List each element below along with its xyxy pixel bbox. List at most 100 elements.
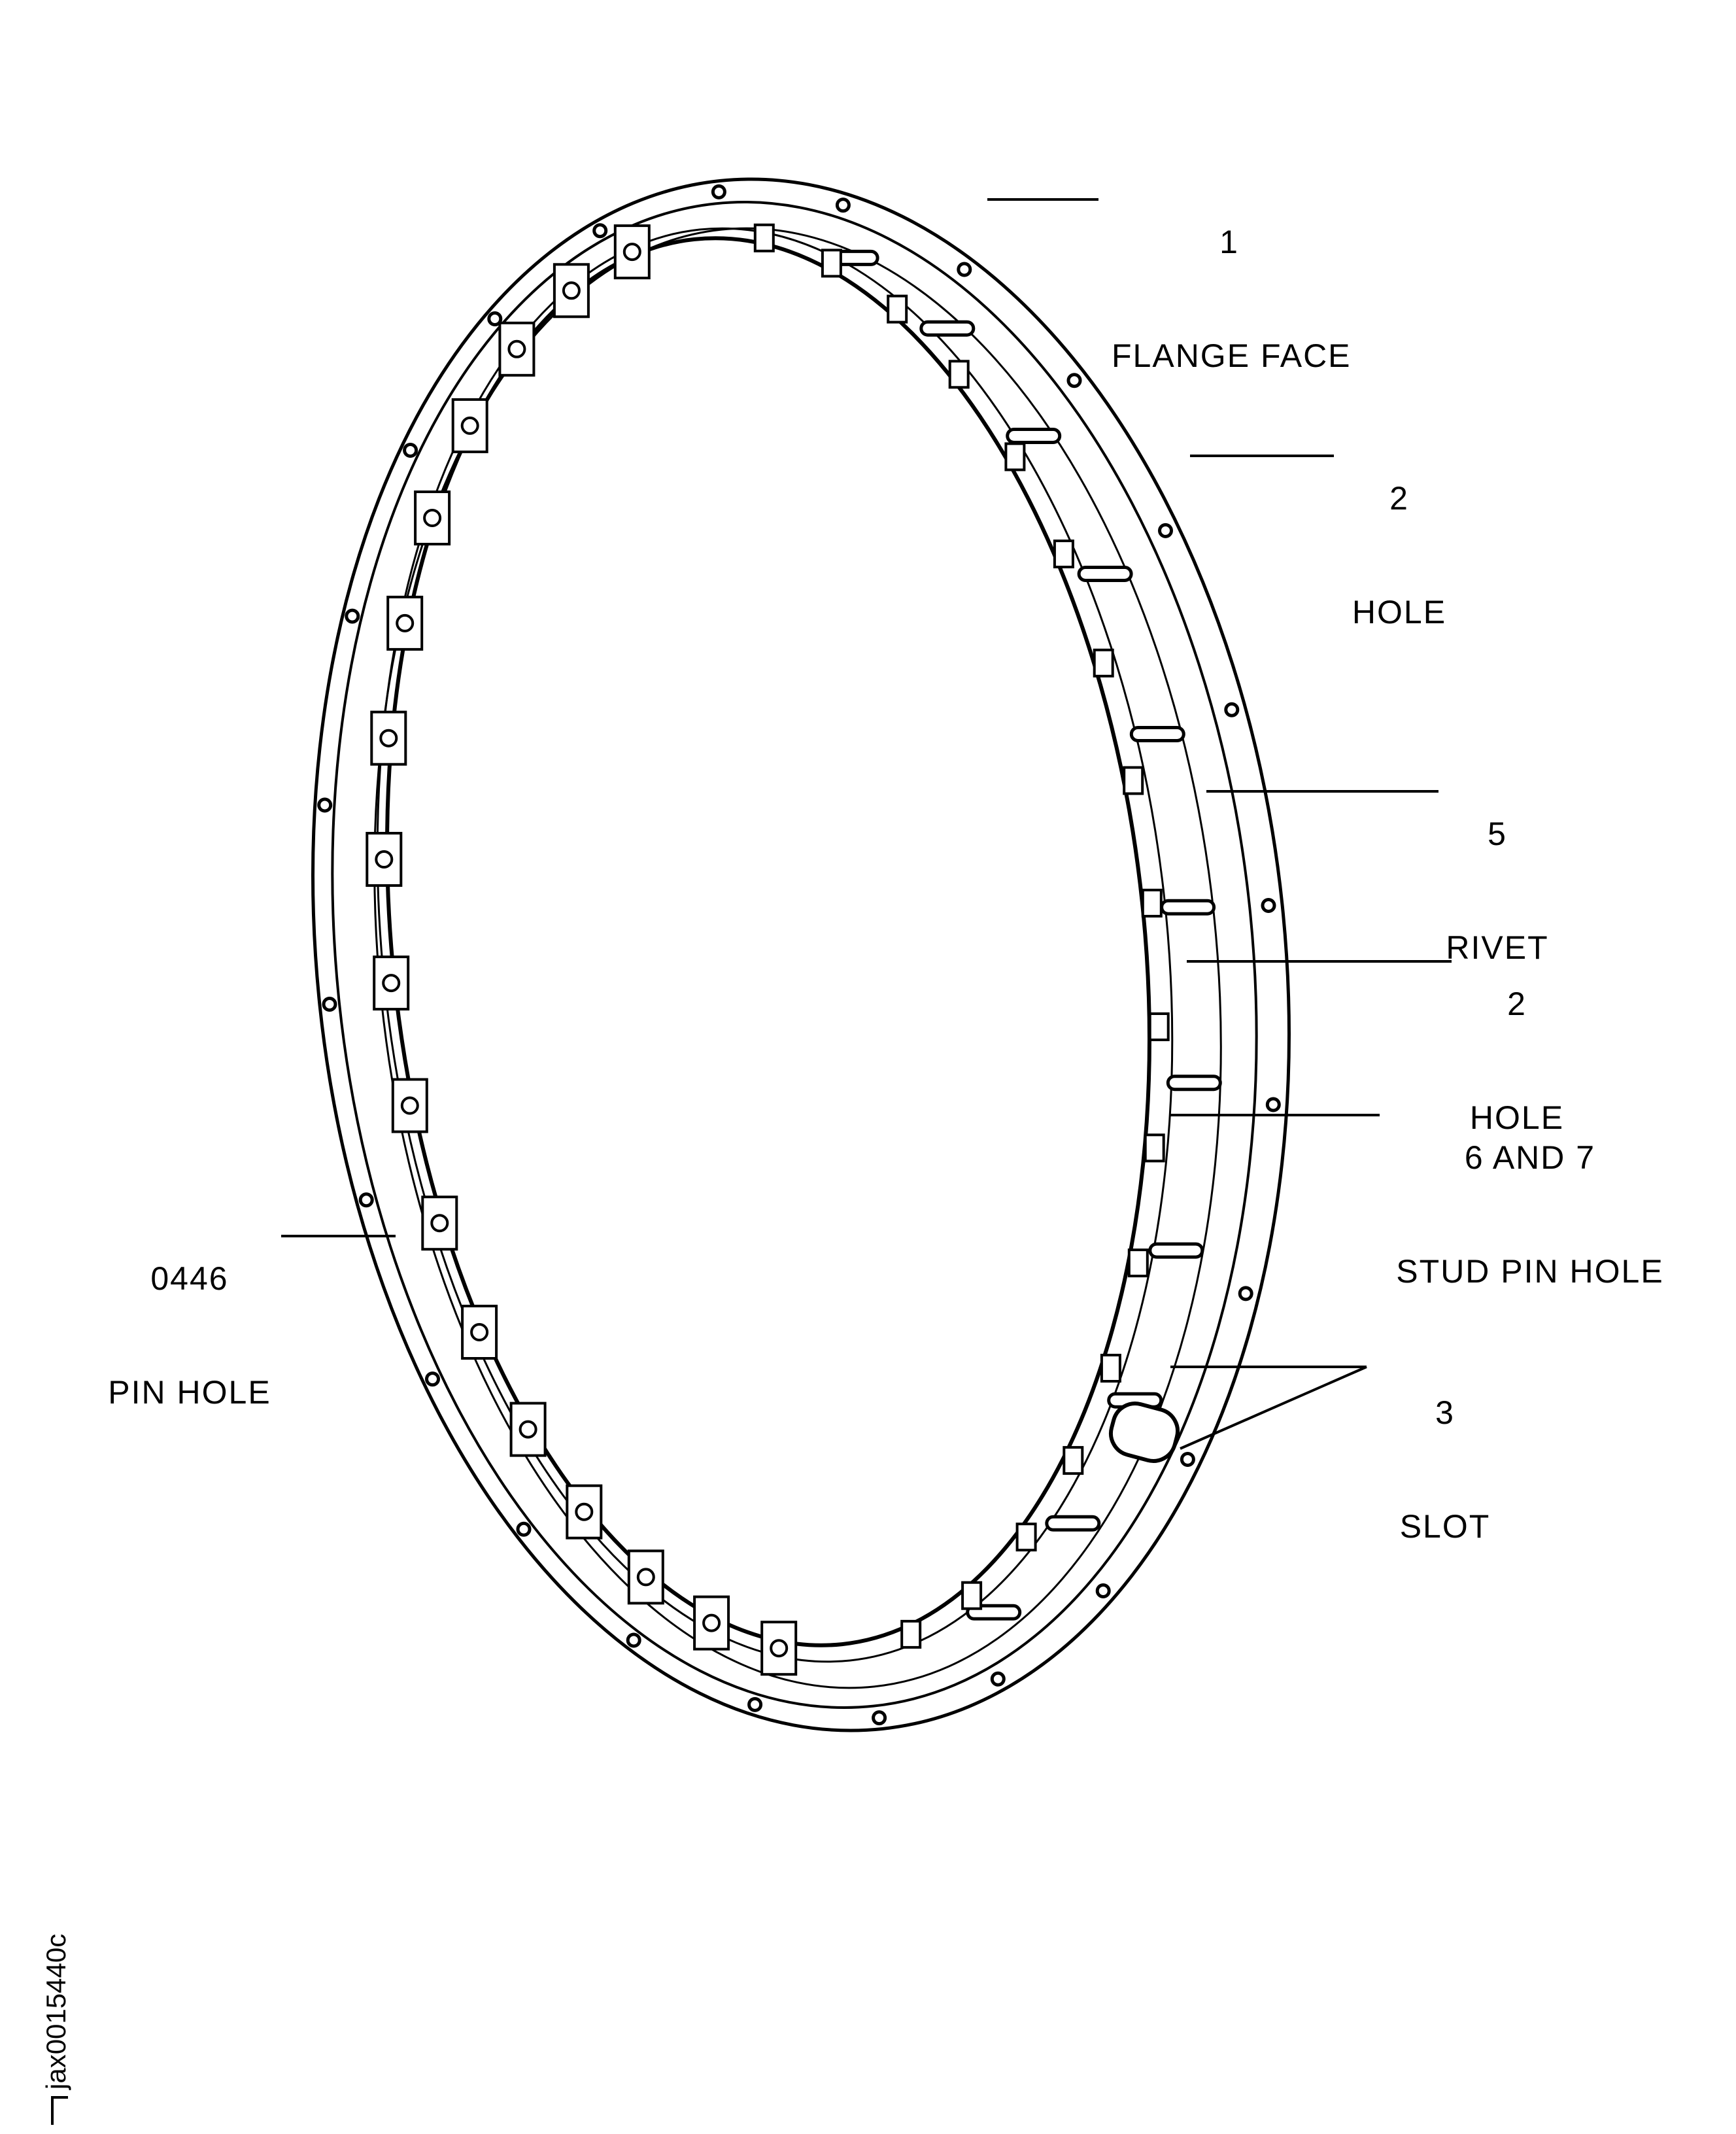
ring-outer-edge-2 — [331, 200, 1258, 1710]
bracket — [693, 1595, 730, 1651]
bracket-pin — [430, 1214, 449, 1233]
slot — [1045, 1515, 1101, 1532]
slot — [1129, 726, 1185, 742]
bracket-pin — [770, 1639, 789, 1658]
bracket-pin — [379, 729, 398, 748]
bolt-hole — [626, 1632, 641, 1648]
callout-label: RIVET — [1446, 929, 1549, 966]
callout-rivet: 5 RIVET — [1425, 739, 1569, 1005]
callout-label: FLANGE FACE — [1112, 337, 1352, 374]
figure-corner-mark — [51, 2096, 68, 2125]
bracket-pin — [460, 416, 479, 435]
bolt-hole — [711, 184, 726, 199]
bracket-pin — [562, 281, 581, 300]
callout-label: HOLE — [1469, 1099, 1565, 1136]
bolt-hole — [1158, 523, 1173, 538]
callout-number: 2 — [1389, 480, 1409, 517]
bolt-hole — [835, 198, 851, 213]
bracket-pin — [575, 1502, 594, 1521]
bracket-pin — [470, 1323, 489, 1341]
bolt-hole — [358, 1192, 374, 1208]
bracket-pin — [400, 1096, 419, 1115]
inner-brackets — [366, 223, 1170, 1676]
bracket-pin — [519, 1420, 537, 1439]
tab — [1141, 888, 1163, 918]
tab — [948, 360, 970, 389]
bracket — [566, 1484, 603, 1540]
tab — [900, 1619, 922, 1649]
callout-number: 2 — [1507, 986, 1527, 1022]
bolt-hole — [1180, 1452, 1195, 1467]
ring-outer-edge — [311, 177, 1291, 1732]
tab — [821, 249, 842, 278]
tab — [1100, 1354, 1121, 1383]
bracket-pin — [507, 339, 526, 358]
leader-slot-b — [1180, 1366, 1367, 1450]
callout-number: 3 — [1435, 1394, 1455, 1431]
tab — [753, 223, 775, 252]
slot — [1160, 899, 1216, 916]
tab — [1053, 540, 1074, 568]
slot — [1148, 1242, 1204, 1259]
bolt-hole — [425, 1371, 440, 1387]
bracket — [373, 955, 410, 1011]
callout-slot: 3 SLOT — [1373, 1318, 1517, 1583]
callout-hole-2: 2 HOLE — [1445, 909, 1589, 1175]
callout-number: 0446 — [150, 1260, 229, 1297]
slot — [1077, 566, 1133, 582]
callout-label: STUD PIN HOLE — [1396, 1253, 1664, 1290]
bolt-hole — [1261, 898, 1276, 913]
bolt-hole — [990, 1671, 1006, 1687]
bracket-pin — [622, 243, 641, 262]
bolt-hole — [1224, 702, 1240, 717]
bolt-hole — [1095, 1583, 1111, 1598]
bolt-hole — [1238, 1286, 1253, 1301]
tab — [1015, 1523, 1037, 1552]
slot — [919, 320, 976, 337]
slot — [1166, 1075, 1222, 1092]
bolt-hole — [403, 443, 418, 458]
bolt-hole — [345, 608, 360, 624]
flange-bolt-holes — [317, 184, 1281, 1726]
bracket-pin — [375, 850, 394, 869]
tab — [1148, 1012, 1170, 1041]
tab — [1093, 648, 1114, 678]
bolt-hole — [1066, 373, 1082, 388]
bolt-hole — [487, 311, 503, 326]
bolt-hole — [592, 223, 608, 239]
callout-label: HOLE — [1352, 594, 1447, 630]
bracket-pin — [396, 613, 415, 632]
tab — [1063, 1446, 1084, 1475]
callout-stud-pin-hole: 6 AND 7 STUD PIN HOLE — [1386, 1063, 1674, 1328]
bracket — [421, 1196, 458, 1251]
figure-id: jax0015440c — [41, 1933, 71, 2090]
callout-pin-hole: 0446 PIN HOLE — [98, 1184, 281, 1449]
callout-number: 1 — [1219, 224, 1239, 260]
callout-label: SLOT — [1399, 1508, 1491, 1545]
ring-inner-edge-2 — [376, 227, 1174, 1663]
bracket-pin — [702, 1613, 721, 1632]
slot — [1006, 428, 1062, 444]
bracket-pin — [423, 509, 442, 527]
bolt-hole — [957, 262, 972, 277]
bracket-pin — [636, 1568, 655, 1587]
callout-hole-1: 2 HOLE — [1327, 404, 1471, 669]
callout-flange-face: 1 FLANGE FACE — [1112, 147, 1352, 413]
bracket — [386, 595, 424, 651]
callout-number: 5 — [1488, 816, 1507, 852]
bolt-hole — [516, 1521, 532, 1537]
bracket-pin — [382, 974, 401, 993]
flange-slots — [823, 249, 1222, 1621]
bolt-hole — [317, 797, 333, 813]
bolt-hole — [747, 1696, 763, 1712]
large-slot — [1108, 1402, 1180, 1463]
bolt-hole — [872, 1710, 887, 1726]
tab — [1127, 1248, 1149, 1278]
callout-number: 6 AND 7 — [1464, 1139, 1596, 1176]
bolt-hole — [1265, 1097, 1281, 1112]
tab — [1144, 1133, 1165, 1163]
tab — [961, 1581, 983, 1610]
bolt-hole — [322, 997, 337, 1012]
tab — [887, 294, 908, 324]
